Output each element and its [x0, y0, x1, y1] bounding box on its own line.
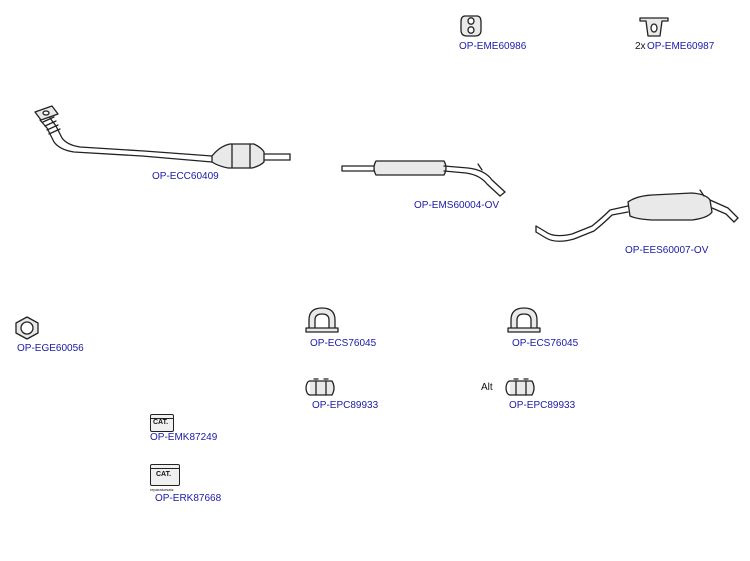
part-ecc60409[interactable]: OP-ECC60409 — [30, 104, 300, 190]
part-ems60004[interactable]: OP-EMS60004-OV — [338, 158, 518, 214]
rear-silencer-icon — [535, 189, 739, 242]
part-code[interactable]: OP-EES60007-OV — [625, 245, 709, 256]
cat-box-text: CAT. — [156, 471, 172, 478]
part-code[interactable]: OP-ECS76045 — [512, 338, 579, 349]
part-code[interactable]: OP-ECS76045 — [310, 338, 377, 349]
part-emk87249[interactable]: CAT. OP-EMK87249 — [148, 412, 228, 446]
part-epc89933-b[interactable]: Alt OP-EPC89933 — [480, 378, 580, 414]
part-ecs76045-b[interactable]: OP-ECS76045 — [505, 306, 585, 352]
rubber-hanger-icon — [460, 15, 482, 37]
quantity-prefix: 2x — [635, 41, 646, 52]
part-code[interactable]: OP-EGE60056 — [17, 343, 84, 354]
part-code[interactable]: OP-EMK87249 — [150, 432, 218, 443]
pipe-connector-icon — [505, 378, 535, 396]
part-erk87668[interactable]: CAT. reparatursatz OP-ERK87668 — [148, 462, 238, 506]
cat-box-subtext: reparatursatz — [150, 487, 174, 492]
part-epc89933-a[interactable]: OP-EPC89933 — [304, 378, 386, 414]
cat-mounting-kit-icon: CAT. — [150, 414, 174, 432]
part-code[interactable]: OP-EMS60004-OV — [414, 200, 500, 211]
part-eme60987[interactable]: 2x OP-EME60987 — [634, 14, 724, 54]
part-ees60007[interactable]: OP-EES60007-OV — [530, 186, 745, 260]
part-code[interactable]: OP-EME60986 — [459, 41, 527, 52]
mounting-bracket-icon — [639, 17, 669, 37]
part-code[interactable]: OP-ERK87668 — [155, 493, 222, 504]
cat-repair-kit-icon: CAT. — [150, 464, 180, 486]
part-code[interactable]: OP-EME60987 — [647, 41, 715, 52]
part-ecs76045-a[interactable]: OP-ECS76045 — [303, 306, 383, 352]
part-ege60056[interactable]: OP-EGE60056 — [12, 316, 92, 358]
part-code[interactable]: OP-EPC89933 — [509, 400, 576, 411]
pipe-clamp-icon — [507, 307, 541, 333]
pipe-connector-icon — [305, 378, 335, 396]
pipe-clamp-icon — [305, 307, 339, 333]
part-eme60986[interactable]: OP-EME60986 — [455, 14, 530, 54]
catalytic-converter-front-pipe-icon — [34, 105, 291, 169]
gasket-ring-icon — [15, 316, 39, 340]
part-code[interactable]: OP-EPC89933 — [312, 400, 379, 411]
alternative-prefix: Alt — [481, 382, 493, 393]
middle-silencer-icon — [341, 160, 506, 197]
part-code[interactable]: OP-ECC60409 — [152, 171, 219, 182]
cat-box-text: CAT. — [153, 419, 169, 426]
